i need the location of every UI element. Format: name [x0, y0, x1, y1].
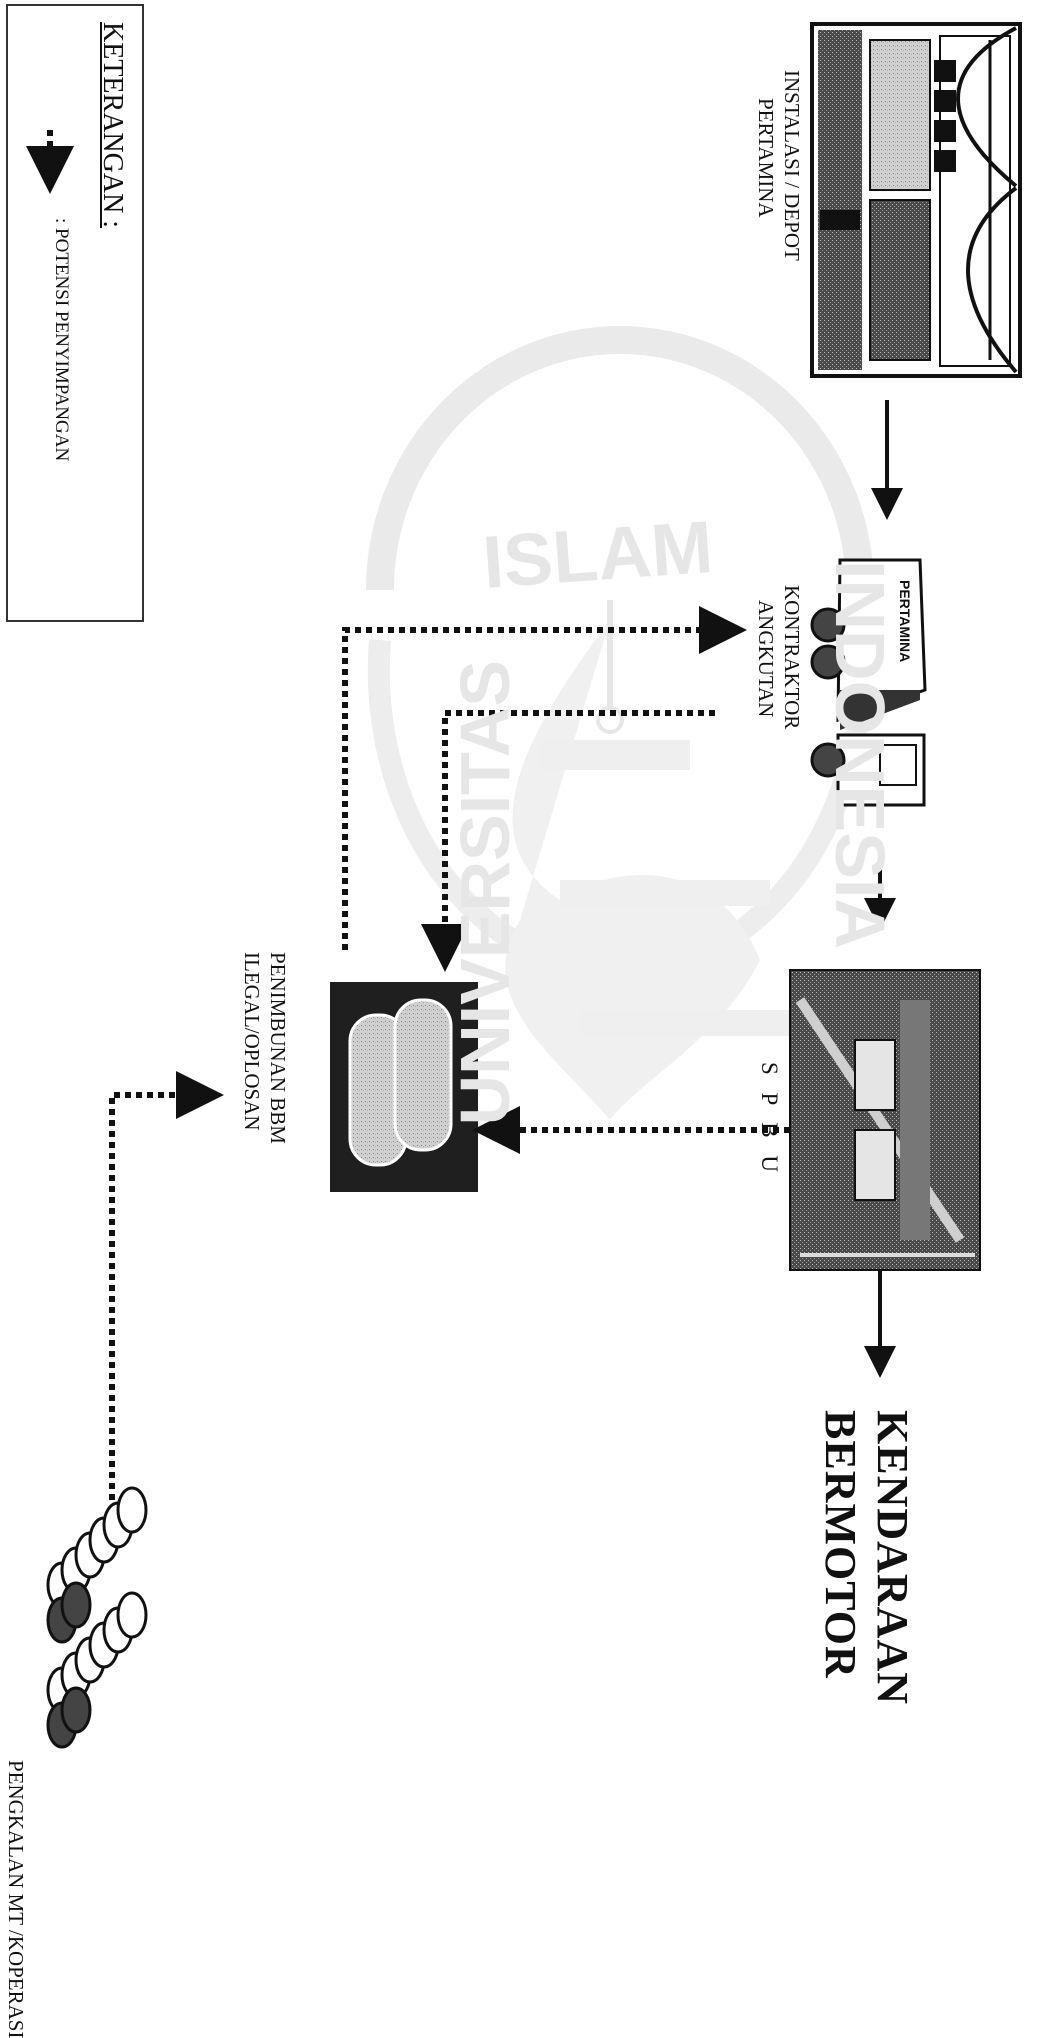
depot-label-line1: INSTALASI / DEPOT: [779, 70, 804, 261]
contractor-label-line2: ANGKUTAN: [753, 600, 778, 717]
depot-label-line2: PERTAMINA: [753, 98, 778, 218]
vehicles-label-line2: BERMOTOR: [815, 1410, 866, 1679]
spbu-label: S P B U: [756, 1062, 782, 1178]
legend-title: KETERANGAN :: [96, 22, 128, 228]
dotted-arrow-base-to-hoarding: [112, 1095, 212, 1500]
contractor-label-line1: KONTRAKTOR: [779, 585, 804, 729]
vehicles-label-line1: KENDARAAN: [867, 1410, 918, 1705]
watermark-text-right: INDONESIA: [820, 560, 900, 949]
spbu-photo: [790, 970, 980, 1270]
hoarding-label-line2: ILEGAL/OPLOSAN: [239, 952, 264, 1131]
base-label: PENGKALAN MT /KOPERASI: [3, 1760, 28, 2038]
watermark-text-top: ISLAM: [480, 504, 716, 605]
watermark-text-left: UNIVERSITAS: [445, 660, 525, 1125]
oil-drums-image: [48, 1488, 146, 1747]
depot-image: [812, 24, 1020, 376]
legend-item-label: : POTENSI PENYIMPANGAN: [50, 218, 72, 461]
hoarding-label-line1: PENIMBUNAN BBM: [265, 952, 290, 1144]
